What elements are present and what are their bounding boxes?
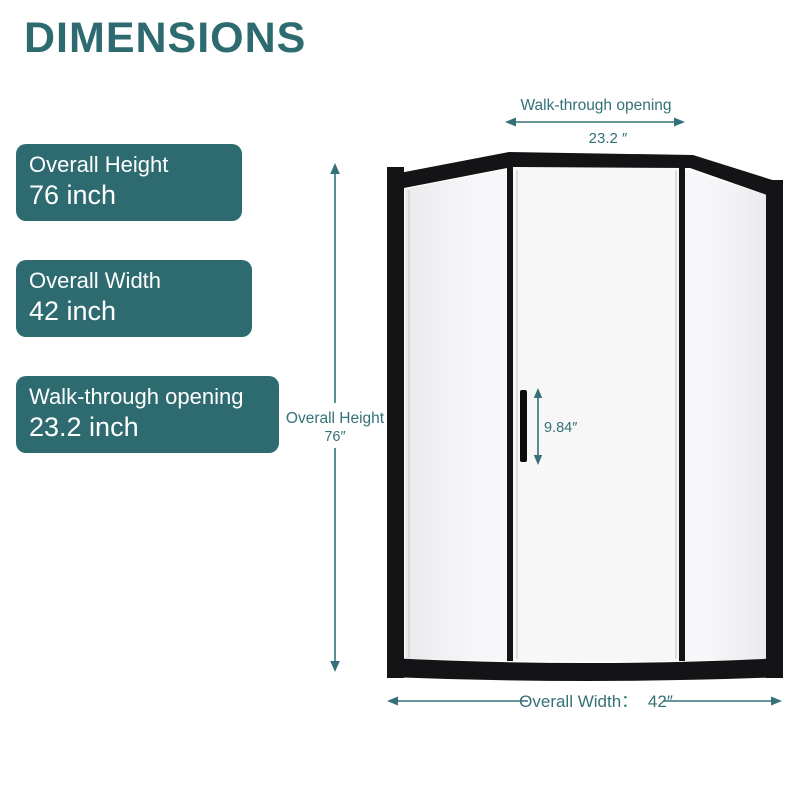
spec-box-value: 76 inch: [29, 180, 117, 210]
spec-box-walkthrough: Walk-through opening 23.2 inch: [16, 376, 279, 453]
spec-box-label: Overall Height: [29, 152, 169, 177]
dim-width-label: Overall Width： 42″: [519, 692, 673, 711]
dim-overall-height: Overall Height 76″: [286, 163, 385, 672]
door-frame-bottom-rail: [388, 658, 783, 681]
spec-box-overall-width: Overall Width 42 inch: [16, 260, 252, 337]
dim-walkthrough-label: Walk-through opening: [520, 97, 671, 114]
glass-panel-center: [513, 168, 679, 661]
door-mullion-right: [679, 167, 685, 661]
dim-handle-height: 9.84″: [533, 388, 577, 465]
arrowhead-up-icon: [330, 163, 340, 174]
arrowhead-left-icon: [387, 696, 398, 706]
glass-panel-right: [685, 169, 766, 661]
arrowhead-left-icon: [505, 117, 516, 127]
glass-panel-left: [405, 169, 507, 661]
spec-box-label: Walk-through opening: [29, 384, 244, 409]
spec-box-value: 42 inch: [29, 296, 117, 326]
arrowhead-down-icon: [330, 661, 340, 672]
spec-box-label: Overall Width: [29, 268, 162, 293]
dim-walkthrough: Walk-through opening 23.2 ″: [505, 97, 685, 147]
dim-handle-value: 9.84″: [544, 420, 577, 436]
dim-height-label: Overall Height: [286, 410, 385, 427]
dim-overall-width: Overall Width： 42″: [387, 692, 782, 711]
door-frame-right-post: [766, 180, 783, 678]
door-frame-top-rail: [389, 152, 782, 195]
door-mullion-left: [507, 166, 513, 661]
arrowhead-right-icon: [771, 696, 782, 706]
arrowhead-right-icon: [674, 117, 685, 127]
dim-walkthrough-value: 23.2 ″: [589, 130, 628, 147]
spec-box-overall-height: Overall Height 76 inch: [16, 144, 242, 221]
spec-box-value: 23.2 inch: [29, 412, 139, 442]
spec-box-list: Overall Height 76 inch Overall Width 42 …: [16, 144, 279, 492]
arrowhead-up-icon: [533, 388, 543, 398]
arrowhead-down-icon: [533, 455, 543, 465]
dim-width-label-text: Overall Width：: [519, 692, 638, 711]
door-handle: [520, 390, 527, 462]
door-frame-left-post: [387, 167, 404, 678]
dim-width-value: 42″: [648, 692, 673, 711]
dim-height-value: 76″: [324, 429, 345, 445]
page-title: DIMENSIONS: [24, 14, 307, 62]
